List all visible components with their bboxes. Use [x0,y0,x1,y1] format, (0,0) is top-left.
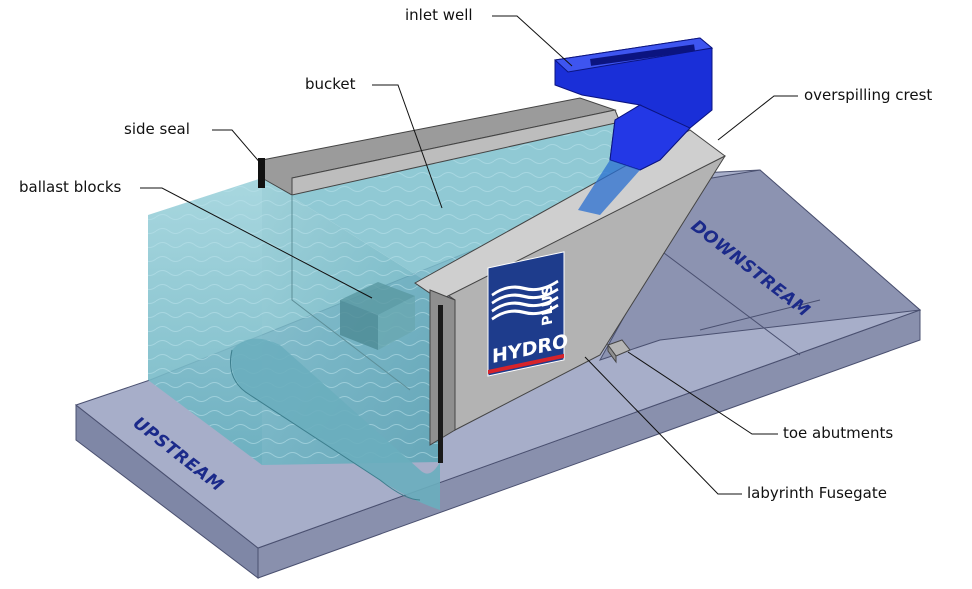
leader-toe-abutments [627,351,778,435]
inlet-well [553,37,714,215]
leader-inlet-well [492,15,573,67]
leader-ballast-blocks [140,187,373,299]
label-ballast-blocks: ballast blocks [19,178,122,196]
label-overspilling-crest: overspilling crest [804,86,933,104]
water-ripples-left [148,178,262,465]
logo-text-plus: PLUS [540,283,556,326]
toe-abutment [607,339,631,364]
leader-overspilling-crest [717,95,798,141]
reservoir-water [148,120,690,510]
inlet-pipe [578,160,640,215]
leader-side-seal [212,129,263,166]
label-side-seal: side seal [124,120,190,138]
label-bucket: bucket [305,75,356,93]
water-ripples-top [262,120,690,290]
leader-labyrinth-fusegate [584,356,742,495]
leader-bucket [372,84,443,209]
ballast-block [340,282,415,350]
water-apron [231,338,440,510]
label-inlet-well: inlet well [405,6,473,24]
side-seal [258,158,265,188]
hydroplus-logo: HYDRO PLUS [487,251,568,377]
label-labyrinth-fusegate: labyrinth Fusegate [747,484,887,502]
leader-lines [140,15,798,495]
label-toe-abutments: toe abutments [783,424,894,442]
